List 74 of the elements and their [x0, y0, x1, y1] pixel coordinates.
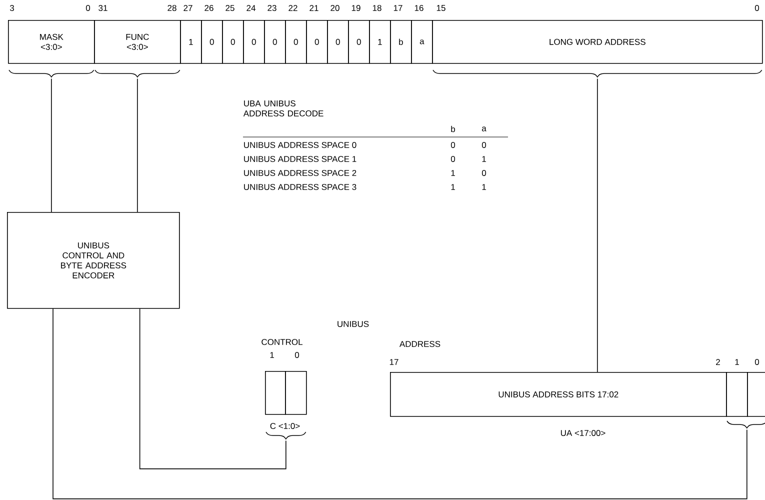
table-cell: 0	[450, 156, 456, 162]
table-cell: b	[451, 126, 456, 132]
bit-cell: 0	[306, 20, 328, 64]
bit-number: 3	[10, 5, 14, 11]
table-cell: 1	[451, 170, 455, 176]
bit-number: 19	[352, 5, 360, 11]
register-field: MASK <3:0>	[8, 20, 95, 64]
brace	[94, 70, 180, 78]
brace	[8, 70, 94, 78]
bit-number: 25	[226, 5, 234, 11]
bit-cell: 1	[369, 20, 391, 64]
table-cell: UNIBUS ADDRESS SPACE 2	[244, 170, 356, 176]
field-label: ADDRESS	[399, 341, 440, 347]
bit-number: 20	[330, 5, 340, 11]
bit-cell	[285, 371, 307, 415]
bit-cell: a	[411, 20, 433, 64]
table-cell: 1	[451, 184, 455, 190]
brace	[266, 432, 306, 440]
bit-cell: 0	[348, 20, 370, 64]
bit-number: 0	[754, 5, 760, 11]
field-label: CONTROL	[262, 339, 302, 345]
bit-number: 0	[754, 359, 760, 365]
bit-number: 17	[394, 5, 402, 11]
bit-number: 27	[184, 5, 192, 11]
bit-number: 24	[246, 5, 256, 11]
encoder-box: UNIBUS CONTROL AND BYTE ADDRESS ENCODER	[7, 212, 180, 309]
bit-number: 22	[288, 5, 298, 11]
connector-line	[139, 308, 286, 470]
bit-cell: 0	[201, 20, 223, 64]
bit-number: 21	[310, 5, 318, 11]
table-cell: 1	[482, 184, 486, 190]
bit-number: 28	[168, 5, 176, 11]
connector-line	[597, 78, 598, 372]
field-label: UNIBUS	[338, 321, 369, 327]
bit-cell: 0	[327, 20, 349, 64]
table-cell: 1	[482, 156, 486, 162]
bit-number: 23	[268, 5, 276, 11]
brace	[432, 70, 762, 78]
register-field: FUNC <3:0>	[94, 20, 181, 64]
bit-cell: b	[390, 20, 412, 64]
bit-cell: 0	[222, 20, 244, 64]
bit-cell: 0	[285, 20, 307, 64]
bit-cell: 0	[264, 20, 286, 64]
bit-number: 1	[735, 359, 739, 365]
signal-name: UA <17:00>	[560, 430, 606, 436]
bit-number: 1	[270, 352, 274, 358]
table-heading: UBA UNIBUS ADDRESS DECODE	[243, 100, 324, 116]
table-cell: 0	[450, 142, 456, 148]
connector-line	[51, 78, 52, 212]
table-cell: UNIBUS ADDRESS SPACE 0	[244, 142, 356, 148]
connector-line	[137, 78, 138, 212]
bit-number: 15	[436, 5, 446, 11]
bit-number: 0	[86, 5, 90, 11]
bit-number: 0	[294, 352, 300, 358]
bit-cell	[265, 371, 286, 415]
signal-name: C <1:0>	[270, 423, 300, 429]
bit-number: 2	[716, 359, 720, 365]
brace	[726, 420, 765, 428]
connector-line	[52, 308, 748, 500]
table-cell: a	[482, 126, 486, 132]
bit-number: 31	[98, 5, 108, 11]
table-cell: 0	[482, 142, 486, 148]
bit-number: 18	[372, 5, 382, 11]
bit-cell: 1	[180, 20, 202, 64]
table-cell: UNIBUS ADDRESS SPACE 3	[244, 184, 356, 190]
table-cell: UNIBUS ADDRESS SPACE 1	[244, 156, 356, 162]
register-field: UNIBUS ADDRESS BITS 17:02	[390, 372, 727, 417]
register-field: LONG WORD ADDRESS	[432, 20, 763, 64]
bit-number: 16	[414, 5, 424, 11]
bit-cell	[726, 372, 748, 417]
table-cell: 0	[482, 170, 486, 176]
bit-number: 26	[204, 5, 214, 11]
bit-cell	[747, 372, 765, 417]
bit-cell: 0	[243, 20, 265, 64]
